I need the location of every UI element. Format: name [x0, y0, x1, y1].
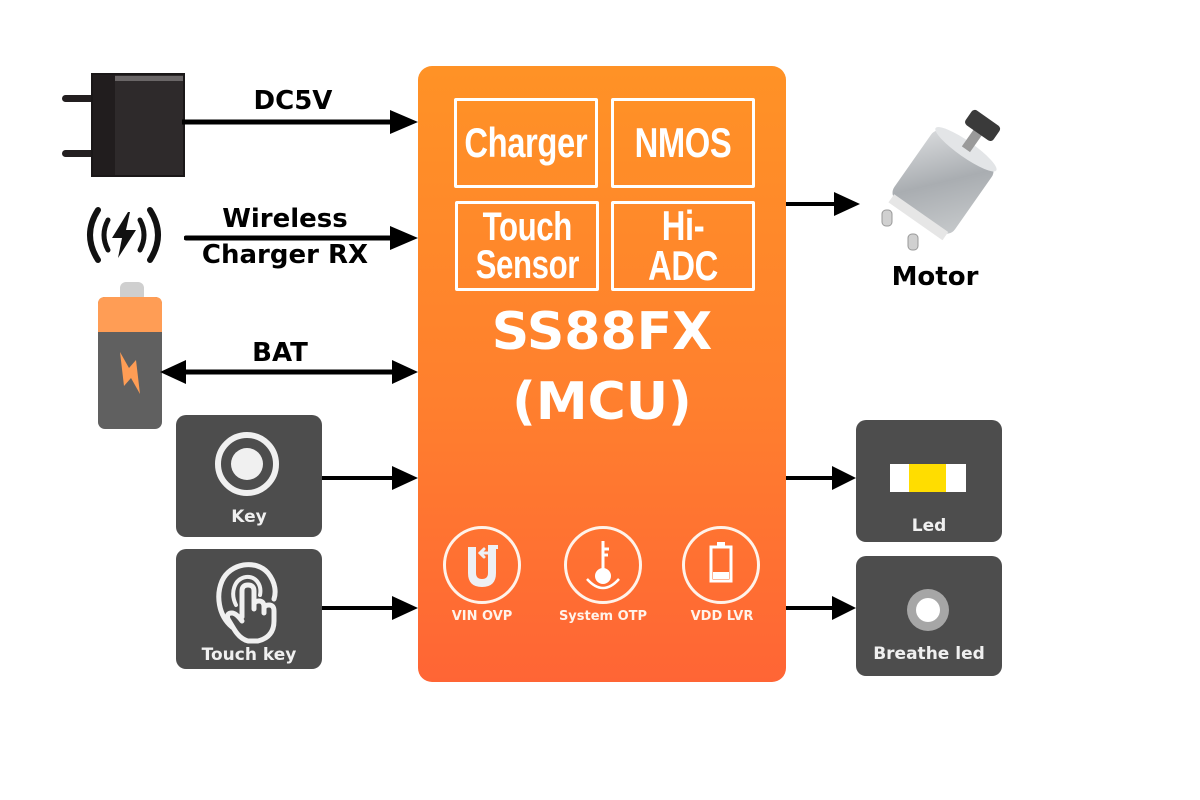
dc5v-label: DC5V [253, 86, 333, 116]
motor-label: Motor [891, 262, 979, 292]
battery-arrow [160, 360, 418, 384]
feature-charger-label: Charger [464, 119, 588, 167]
mcu-block: Charger NMOS Touch Sensor Hi-ADC SS88FX … [418, 66, 786, 682]
system-otp-label: System OTP [558, 609, 648, 624]
wireless-charging-icon [87, 207, 161, 263]
touch-key-arrow [322, 596, 418, 620]
feature-nmos-label: NMOS [634, 119, 732, 167]
feature-nmos: NMOS [611, 98, 755, 188]
mcu-name: SS88FX [491, 302, 713, 362]
low-battery-icon [709, 542, 733, 583]
touch-key-label: Touch key [201, 645, 297, 665]
feature-hi-adc: Hi-ADC [611, 201, 755, 291]
wireless-label-line2: Charger RX [201, 240, 369, 270]
led-arrow [786, 466, 856, 490]
battery-label: BAT [252, 338, 308, 368]
smd-led-icon [890, 464, 966, 492]
touch-finger-icon [216, 562, 278, 644]
vdd-lvr-badge [682, 526, 760, 604]
breathe-led-arrow [786, 596, 856, 620]
breathe-led-label: Breathe led [873, 644, 985, 664]
key-label: Key [231, 507, 267, 527]
key-tile[interactable]: Key [176, 415, 322, 537]
dc5v-arrow [182, 110, 418, 134]
wireless-arrow [184, 226, 418, 250]
vdd-lvr-label: VDD LVR [690, 609, 754, 624]
feature-touch-sensor-line2: Sensor [475, 243, 579, 287]
key-arrow [322, 466, 418, 490]
battery-icon [98, 282, 162, 429]
vin-ovp-badge [443, 526, 521, 604]
feature-touch-sensor: Touch Sensor [455, 201, 599, 291]
led-tile[interactable]: Led [856, 420, 1002, 542]
breathe-led-tile[interactable]: Breathe led [856, 556, 1002, 676]
feature-hi-adc-label: Hi-ADC [648, 202, 718, 289]
dc-motor-icon [881, 109, 1001, 251]
wireless-label-line1: Wireless [222, 204, 348, 234]
push-button-icon [215, 432, 279, 496]
magnet-icon [468, 545, 498, 587]
round-led-icon [907, 589, 949, 631]
touch-key-tile[interactable]: Touch key [176, 549, 322, 669]
thermometer-icon [586, 541, 620, 590]
vin-ovp-label: VIN OVP [451, 609, 513, 624]
system-otp-badge [564, 526, 642, 604]
feature-touch-sensor-line1: Touch [482, 205, 572, 249]
power-adapter-icon [62, 73, 185, 177]
feature-charger: Charger [454, 98, 598, 188]
led-label: Led [911, 516, 947, 536]
mcu-subtitle: (MCU) [512, 372, 692, 432]
motor-arrow [786, 192, 860, 216]
